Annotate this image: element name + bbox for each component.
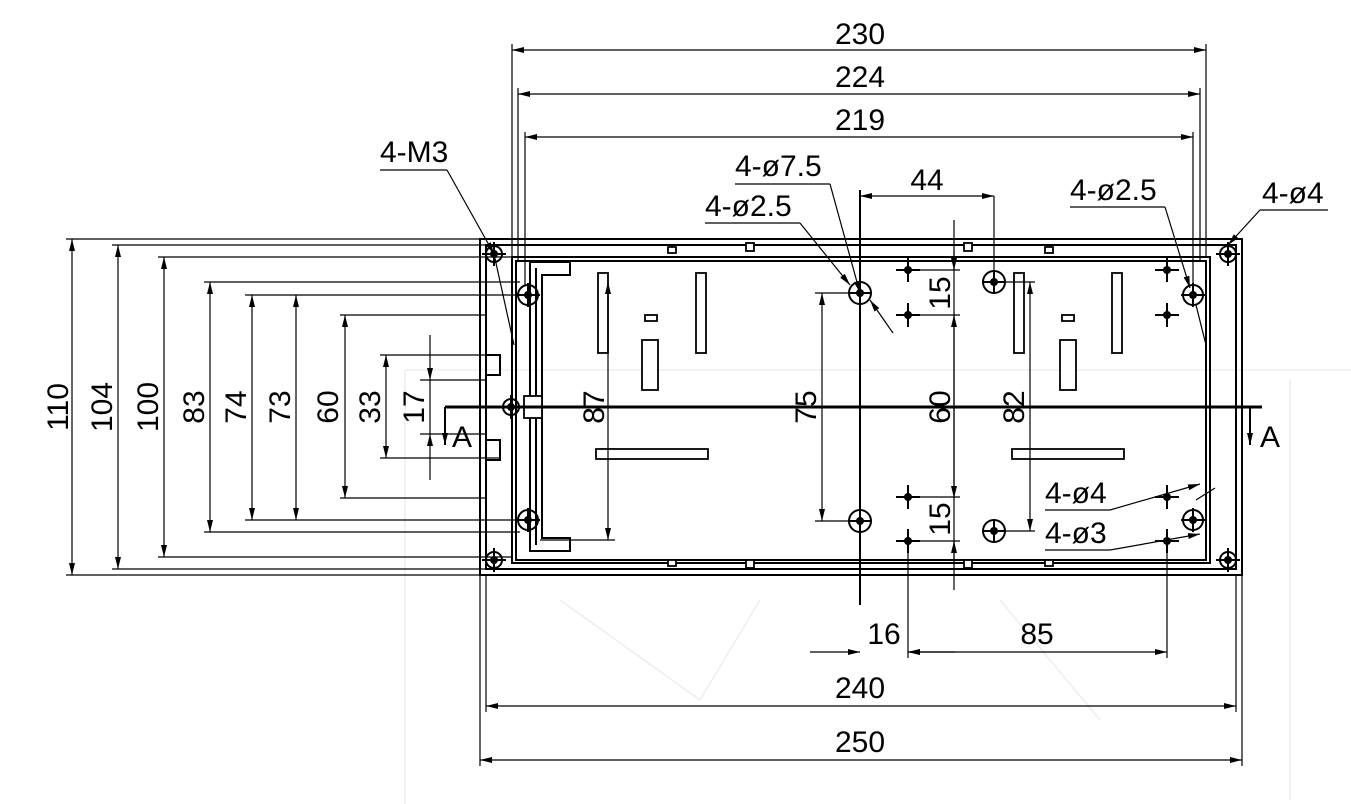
- dim-16: 16: [867, 618, 900, 651]
- dim-224: 224: [835, 61, 885, 94]
- dim-75: 75: [790, 390, 823, 423]
- dim-82: 82: [998, 390, 1031, 423]
- left-dimensions: [66, 238, 528, 576]
- callout-4-dia-4-bottom: 4-ø4: [1045, 477, 1107, 510]
- callout-4-dia-4-top: 4-ø4: [1262, 177, 1324, 210]
- dim-83: 83: [178, 390, 211, 423]
- crosshair: [1216, 242, 1240, 266]
- callout-4-dia-7-5: 4-ø7.5: [735, 150, 822, 183]
- callout-leaders: [380, 169, 1328, 551]
- crosshair: [1181, 508, 1205, 532]
- dim-17: 17: [398, 390, 431, 423]
- dim-219: 219: [835, 104, 885, 137]
- dim-73: 73: [264, 390, 297, 423]
- crosshair: [1155, 303, 1179, 327]
- inner-dimensions: [540, 250, 1035, 565]
- dim-44: 44: [910, 164, 943, 197]
- callout-4-dia-2-5-left: 4-ø2.5: [705, 190, 792, 223]
- dim-15-top: 15: [924, 276, 957, 309]
- bottom-dimensions: [479, 541, 1243, 766]
- top-dimensions: [511, 44, 1207, 285]
- section-a-right: A: [1260, 421, 1280, 454]
- dim-230: 230: [835, 18, 885, 51]
- dim-33: 33: [354, 390, 387, 423]
- dim-110: 110: [42, 383, 75, 431]
- section-a-left: A: [452, 421, 472, 454]
- dim-104: 104: [86, 382, 119, 432]
- dim-87: 87: [578, 390, 611, 423]
- dim-60-left: 60: [312, 390, 345, 423]
- dim-15-bottom: 15: [924, 502, 957, 535]
- callout-4-m3: 4-M3: [380, 136, 448, 169]
- callout-4-dia-3: 4-ø3: [1045, 517, 1107, 550]
- crosshair: [482, 548, 506, 572]
- centre-lines: [445, 190, 1262, 605]
- crosshair: [1181, 283, 1205, 307]
- internal-ribs: [595, 242, 1125, 569]
- dim-250: 250: [835, 726, 885, 759]
- background-ghost: [404, 369, 1351, 804]
- dim-60-centre: 60: [924, 390, 957, 423]
- dim-100: 100: [132, 382, 165, 432]
- dim-85: 85: [1020, 618, 1053, 651]
- section-markers: [442, 407, 1253, 445]
- dim-240: 240: [835, 672, 885, 705]
- crosshair: [1216, 548, 1240, 572]
- crosshair: [1155, 258, 1179, 282]
- callout-4-dia-2-5-right: 4-ø2.5: [1070, 174, 1157, 207]
- crosshair: [1155, 485, 1179, 509]
- dim-74: 74: [220, 390, 253, 423]
